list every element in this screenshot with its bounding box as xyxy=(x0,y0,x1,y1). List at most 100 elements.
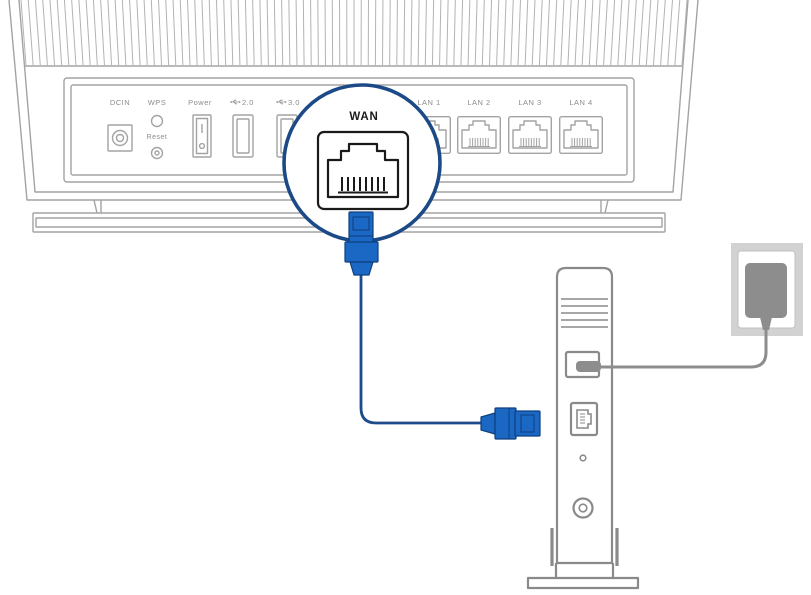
vent-stripe xyxy=(34,0,41,66)
usb2-port-tongue xyxy=(236,118,250,154)
vent-stripe xyxy=(553,0,558,66)
vent-stripe xyxy=(610,0,616,66)
vent-stripe xyxy=(617,0,623,66)
plug-boot xyxy=(480,412,496,435)
vent-stripe xyxy=(71,0,77,66)
vent-stripe xyxy=(674,0,681,66)
reset-hole xyxy=(150,146,164,160)
vent-stripe xyxy=(574,0,579,66)
vent-stripe xyxy=(92,0,98,66)
vent-stripe xyxy=(517,0,521,66)
vent-stripe xyxy=(27,0,34,66)
label-lan1: LAN 1 xyxy=(417,98,440,107)
vent-stripe xyxy=(194,0,198,66)
dcin-port-pin xyxy=(115,133,125,143)
label-usb3: 3.0 xyxy=(288,98,300,107)
vent-stripe xyxy=(546,0,550,66)
wps-button xyxy=(150,114,164,128)
power-cable xyxy=(599,329,768,369)
vent-stripe xyxy=(403,0,406,66)
vent-stripe xyxy=(223,0,227,66)
vent-stripe xyxy=(446,0,449,66)
modem-ethernet-pins xyxy=(580,413,585,424)
cable-line xyxy=(359,272,485,425)
vent-stripe xyxy=(588,0,594,66)
plug-body xyxy=(344,241,379,263)
dcin-port-ring xyxy=(111,129,129,147)
vent-stripe xyxy=(158,0,162,66)
modem-led xyxy=(579,454,587,462)
usb-icon xyxy=(230,99,241,105)
power-switch xyxy=(192,114,212,158)
vent-stripe xyxy=(510,0,514,66)
modem-body xyxy=(555,266,614,565)
vent-stripe xyxy=(631,0,637,66)
label-lan2: LAN 2 xyxy=(467,98,490,107)
lan3-port xyxy=(508,116,552,154)
vent-stripe xyxy=(201,0,205,66)
vent-stripe xyxy=(496,0,500,66)
dcin-port xyxy=(107,124,133,152)
vent-stripe xyxy=(114,0,120,66)
vent-stripe xyxy=(143,0,148,66)
ethernet-cable xyxy=(344,211,541,440)
vent-stripe xyxy=(481,0,485,66)
vent-stripe xyxy=(624,0,630,66)
vent-stripe xyxy=(288,0,291,66)
usb2-port xyxy=(232,114,254,158)
vent-stripe xyxy=(474,0,478,66)
plug-boot xyxy=(349,261,374,276)
vent-stripe xyxy=(410,0,413,66)
vent-stripe xyxy=(652,0,659,66)
vent-stripe xyxy=(129,0,134,66)
vent-stripe xyxy=(681,0,688,66)
adapter-neck xyxy=(760,317,772,330)
wan-port-opening xyxy=(326,142,400,199)
vent-stripe xyxy=(49,0,56,66)
label-reset: Reset xyxy=(147,134,168,141)
usb-icon xyxy=(276,99,287,105)
vent-stripe xyxy=(266,0,269,66)
vent-stripe xyxy=(531,0,536,66)
vent-stripe xyxy=(187,0,191,66)
vent-stripe xyxy=(85,0,91,66)
vent-stripe xyxy=(667,0,674,66)
vent-stripe xyxy=(417,0,420,66)
plug-latch xyxy=(520,414,535,433)
vent-stripe xyxy=(595,0,601,66)
vent-stripe xyxy=(295,0,298,66)
vent-stripe xyxy=(439,0,442,66)
wan-port-pins xyxy=(338,177,388,194)
wall-outlet xyxy=(731,243,803,336)
vent-stripe xyxy=(460,0,464,66)
plug-body xyxy=(494,407,517,440)
wan-port-housing xyxy=(316,130,410,211)
lan2-port xyxy=(457,116,501,154)
power-plug xyxy=(576,361,601,372)
vent-stripe xyxy=(538,0,543,66)
vent-stripe xyxy=(42,0,48,66)
label-power: Power xyxy=(188,98,212,107)
modem-coax-port xyxy=(572,497,594,519)
modem-ethernet-opening xyxy=(576,409,592,429)
power-adapter xyxy=(745,263,787,318)
vent-stripe xyxy=(63,0,70,66)
vent-stripe xyxy=(524,0,529,66)
vent-stripe xyxy=(100,0,105,66)
modem-vents xyxy=(561,298,608,328)
vent-stripe xyxy=(273,0,277,66)
label-lan4: LAN 4 xyxy=(569,98,592,107)
vent-stripe xyxy=(560,0,565,66)
vent-stripe xyxy=(424,0,427,66)
modem-base xyxy=(526,576,640,590)
reset-hole-inner xyxy=(154,150,160,156)
label-wps: WPS xyxy=(148,98,167,107)
vent-stripe xyxy=(389,0,391,66)
router-foot-left xyxy=(93,199,102,214)
vent-stripe xyxy=(172,0,177,66)
power-switch-rocker xyxy=(195,117,209,155)
plug-modem-end xyxy=(480,407,541,440)
label-dcin: DCIN xyxy=(110,98,130,107)
plug-router-end xyxy=(344,211,379,276)
wan-label: WAN xyxy=(349,111,378,123)
